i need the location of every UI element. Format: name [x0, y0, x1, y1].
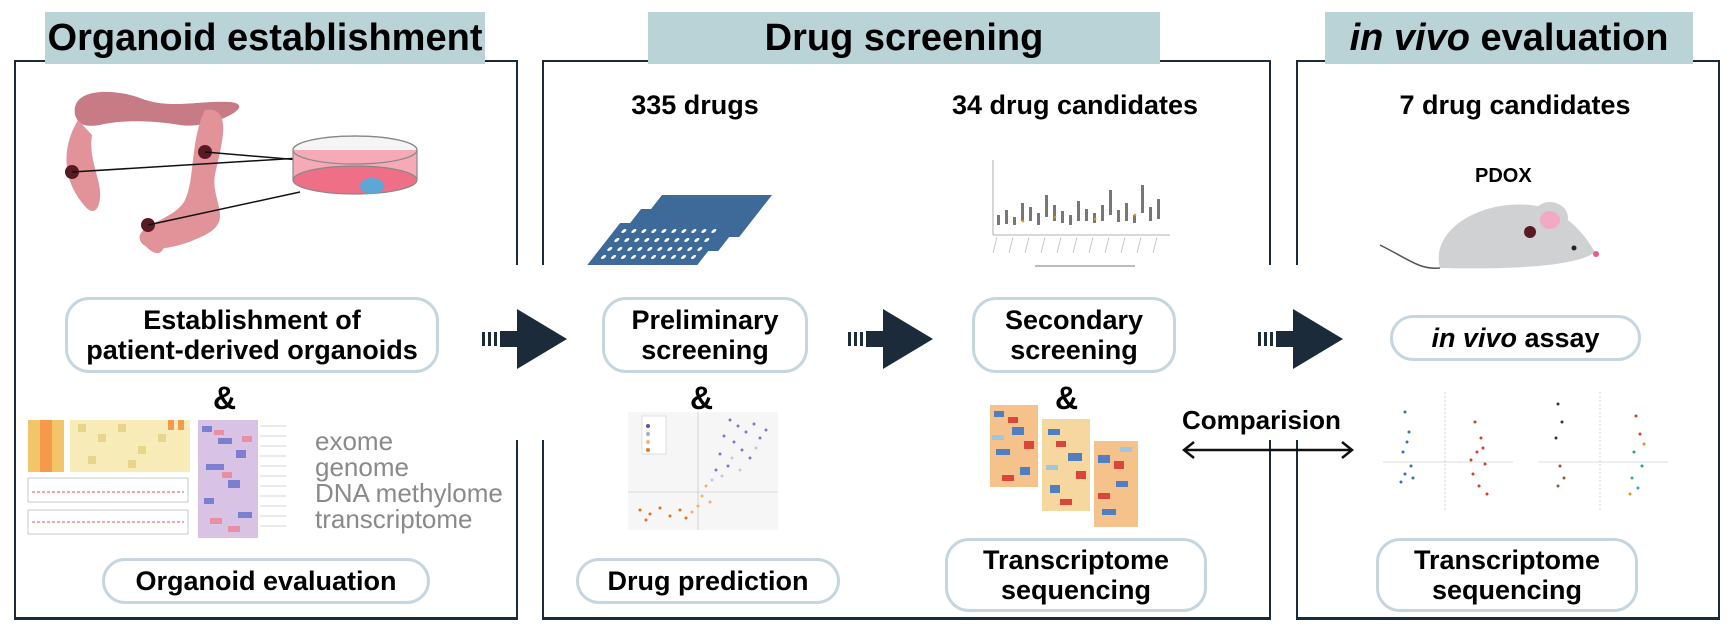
- double-arrow-icon: [1181, 441, 1355, 459]
- omics-exome: exome: [315, 426, 394, 456]
- step-preliminary-line2: screening: [641, 335, 769, 365]
- omics-transcriptome: transcriptome: [315, 504, 473, 534]
- flow-arrow-icon: [482, 309, 567, 369]
- count-candidates-34: 34 drug candidates: [951, 90, 1199, 120]
- step-transcriptome2-line1: Transcriptome: [1413, 545, 1601, 575]
- cnv-plot-thumbnail: [27, 477, 189, 535]
- step-transcriptome-sequencing-screening: Transcriptome sequencing: [945, 538, 1207, 612]
- omics-dna-methylome: DNA methylome: [315, 478, 503, 508]
- section-title-screening: Drug screening: [648, 12, 1160, 64]
- ampersand-secondary: &: [1055, 380, 1079, 416]
- step-invivo-rest: assay: [1516, 323, 1600, 353]
- section-title-invivo: in vivo evaluation: [1325, 12, 1693, 64]
- section-title-invivo-rest: evaluation: [1469, 17, 1669, 59]
- expression-heatmap-thumbnail: [198, 420, 286, 538]
- pdox-label: PDOX: [1475, 165, 1532, 187]
- flow-arrow-icon: [1258, 309, 1343, 369]
- step-establishment: Establishment of patient-derived organoi…: [65, 297, 439, 373]
- comparison-label: Comparision: [1182, 405, 1341, 435]
- boxplot-thumbnail: [992, 160, 1170, 267]
- ampersand-organoid: &: [213, 380, 237, 416]
- petri-dish-icon: [292, 135, 418, 195]
- tumor-icon: [1524, 226, 1536, 238]
- step-establishment-line2: patient-derived organoids: [86, 335, 418, 365]
- colon-illustration: [65, 91, 418, 254]
- section-title-organoid: Organoid establishment: [45, 12, 485, 64]
- step-invivo-assay: in vivo assay: [1390, 315, 1641, 361]
- step-preliminary-line1: Preliminary: [631, 305, 779, 335]
- step-transcriptome-sequencing-invivo: Transcriptome sequencing: [1376, 538, 1638, 612]
- transcriptome-heatmap-thumbnail: [990, 405, 1138, 527]
- volcano-plot-organoid-thumbnail: [1383, 392, 1513, 512]
- section-title-invivo-italic: in vivo: [1349, 17, 1470, 59]
- drug-prediction-scatter: [628, 412, 778, 530]
- mutation-heatmap-thumbnail: [28, 420, 190, 472]
- count-drugs: 335 drugs: [631, 90, 759, 120]
- step-drug-prediction: Drug prediction: [576, 558, 840, 604]
- step-transcriptome2-line2: sequencing: [1431, 575, 1583, 605]
- mouse-icon: [1379, 202, 1599, 269]
- step-transcriptome1-line1: Transcriptome: [982, 545, 1170, 575]
- volcano-plot-candidates-thumbnail: [1538, 392, 1668, 512]
- step-transcriptome1-line2: sequencing: [1000, 575, 1152, 605]
- step-establishment-line1: Establishment of: [143, 305, 361, 335]
- step-secondary-line2: screening: [1010, 335, 1138, 365]
- step-organoid-evaluation: Organoid evaluation: [102, 558, 430, 604]
- step-preliminary-screening: Preliminary screening: [602, 297, 808, 373]
- count-candidates-7: 7 drug candidates: [1399, 90, 1631, 120]
- flow-arrow-icon: [848, 309, 933, 369]
- ampersand-preliminary: &: [690, 380, 714, 416]
- step-invivo-italic: in vivo: [1431, 323, 1517, 353]
- well-plate-icon: [587, 195, 772, 265]
- step-secondary-screening: Secondary screening: [972, 297, 1176, 373]
- omics-genome: genome: [315, 452, 409, 482]
- step-secondary-line1: Secondary: [1004, 305, 1144, 335]
